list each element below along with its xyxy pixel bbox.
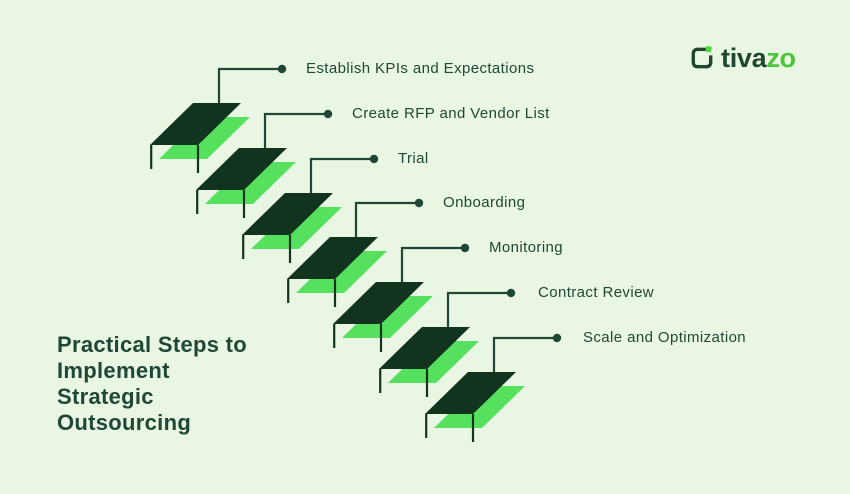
step-label-1: Establish KPIs and Expectations <box>306 60 535 77</box>
connector-dot <box>369 154 379 164</box>
step-7 <box>425 333 562 442</box>
connector-dot <box>552 333 562 343</box>
step-3 <box>242 154 379 263</box>
step-4 <box>287 198 424 307</box>
connector-dot <box>414 198 424 208</box>
connector-line <box>263 112 328 148</box>
step-top-face <box>150 103 241 145</box>
step-label-5: Monitoring <box>489 239 564 256</box>
step-top-face <box>333 282 424 324</box>
step-top-face <box>379 327 470 369</box>
connector-dot <box>277 64 287 74</box>
step-label-2: Create RFP and Vendor List <box>352 105 550 122</box>
step-label-3: Trial <box>398 150 429 167</box>
step-label-6: Contract Review <box>538 284 655 301</box>
step-6 <box>379 288 516 397</box>
logo-text-green: zo <box>766 43 796 73</box>
connector-line <box>354 201 419 237</box>
step-top-face <box>196 148 287 190</box>
step-1 <box>150 64 287 173</box>
connector-line <box>217 67 282 103</box>
step-2 <box>196 109 333 218</box>
bracket-square-icon <box>691 46 713 69</box>
connector-dot <box>460 243 470 253</box>
connector-dot <box>323 109 333 119</box>
connector-line <box>309 157 374 193</box>
logo-text-dark: tiva <box>721 43 767 73</box>
logo-wordmark: tivazo <box>721 44 796 72</box>
step-top-face <box>242 193 333 235</box>
connector-line <box>400 246 465 282</box>
step-label-7: Scale and Optimization <box>583 329 747 346</box>
connector-line <box>492 336 557 372</box>
infographic-title: Practical Steps to Implement Strategic O… <box>57 332 248 435</box>
step-top-face <box>287 237 378 279</box>
connector-line <box>446 291 511 327</box>
step-label-4: Onboarding <box>443 194 526 211</box>
connector-dot <box>506 288 516 298</box>
tivazo-logo: tivazo <box>690 44 796 72</box>
step-5 <box>333 243 470 352</box>
step-top-face <box>425 372 516 414</box>
